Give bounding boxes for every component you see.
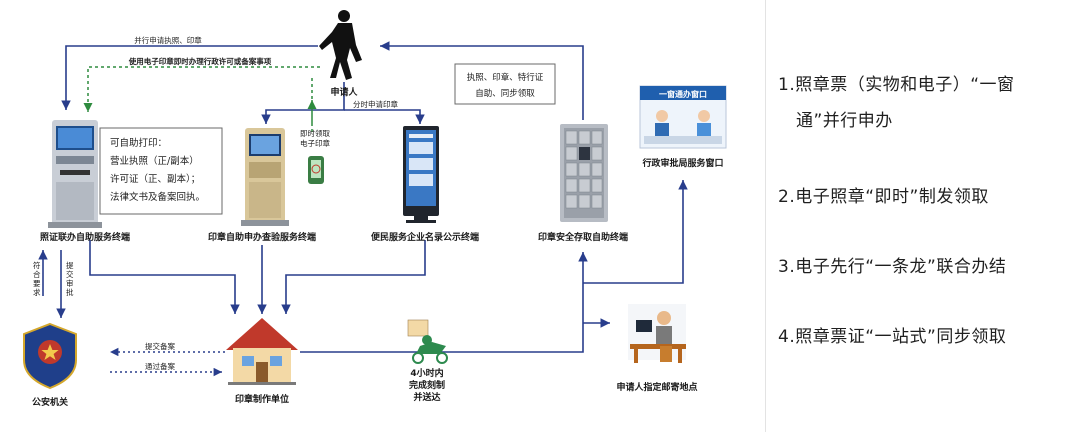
seal-maker-house-icon: [226, 318, 298, 385]
svg-text:批: 批: [66, 287, 74, 297]
mailing-recipient-icon: [628, 304, 686, 363]
instant-e-seal-label-1: 即时领取: [300, 128, 330, 138]
point-4: 4.照章票证“一站式”同步领取: [778, 327, 1007, 347]
parallel-application-label: 并行申请执照、印章: [134, 35, 202, 45]
point-1-line-1: 1.照章票（实物和电子）“一窗: [778, 75, 1015, 95]
submit-record-label: 提交备案: [145, 341, 175, 351]
process-diagram: 申请人 并行申请执照、印章 使用电子印章即时办理行政许可或备案事项 分时申请印章…: [23, 10, 727, 408]
self-print-line-3: 法律文书及备案回执。: [110, 191, 205, 203]
svg-text:求: 求: [33, 287, 41, 297]
service-window-label: 行政审批局服务窗口: [641, 157, 723, 169]
record-dashed-lines: [110, 347, 225, 377]
delivery-label-1: 4小时内: [410, 367, 443, 379]
svg-text:要: 要: [33, 279, 41, 288]
licensing-terminal-icon: [48, 120, 102, 228]
mailing-address-label: 申请人指定邮寄地点: [616, 381, 697, 393]
self-print-box: 可自助打印： 营业执照（正/副本） 许可证（正、副本）； 法律文书及备案回执。: [99, 127, 223, 215]
seal-pickup-terminal-icon: [560, 124, 608, 222]
e-seal-dashed-lines: [83, 66, 320, 132]
self-print-line-2: 许可证（正、副本）；: [110, 173, 200, 185]
seal-application-terminal-icon: [241, 128, 289, 226]
submit-review-label: 提 交 审 批: [66, 260, 74, 297]
panel-divider: [765, 0, 766, 432]
svg-text:符: 符: [33, 260, 41, 270]
key-points-panel: 1.照章票（实物和电子）“一窗 通”并行申办 2.电子照章“即时”制发领取 3.…: [766, 0, 1080, 432]
svg-text:交: 交: [66, 269, 74, 279]
self-print-line-1: 营业执照（正/副本）: [110, 155, 199, 167]
pickup-note-line-1: 执照、印章、特行证: [467, 72, 544, 83]
delivery-label-2: 完成刻制: [409, 379, 445, 391]
window-sign-text: 一窗通办窗口: [659, 89, 707, 99]
seal-pickup-terminal-label: 印章安全存取自助终端: [538, 231, 628, 243]
seal-maker-label: 印章制作单位: [235, 393, 289, 405]
public-display-terminal-label: 便民服务企业名录公示终端: [371, 231, 479, 243]
svg-text:合: 合: [33, 269, 41, 279]
delivery-label-3: 并送达: [413, 391, 440, 403]
e-seal-immediate-label: 使用电子印章即时办理行政许可或备案事项: [128, 56, 272, 66]
flow-lines: [38, 41, 688, 353]
service-window-icon: [639, 85, 727, 149]
licensing-terminal-label: 照证联办自助服务终端: [40, 231, 130, 243]
point-1-line-2: 通”并行申办: [796, 111, 893, 131]
time-slot-seal-label: 分时申请印章: [353, 99, 398, 109]
courier-scooter-icon: [407, 319, 448, 364]
seal-application-terminal-label: 印章自助申办查验服务终端: [208, 231, 316, 243]
svg-text:提: 提: [66, 260, 74, 270]
pickup-note-line-2: 自助、同步领取: [475, 88, 535, 99]
police-emblem-icon: [23, 322, 77, 390]
public-display-terminal-icon: [403, 126, 439, 223]
phone-icon: [308, 156, 324, 184]
applicant-label: 申请人: [330, 86, 358, 98]
pass-record-label: 通过备案: [145, 361, 175, 371]
police-label: 公安机关: [32, 396, 68, 408]
svg-text:审: 审: [66, 278, 74, 288]
applicant-figure: [319, 10, 362, 80]
meet-requirements-label: 符 合 要 求: [33, 260, 41, 297]
diagram-canvas: 申请人 并行申请执照、印章 使用电子印章即时办理行政许可或备案事项 分时申请印章…: [23, 10, 727, 408]
point-3: 3.电子先行“一条龙”联合办结: [778, 257, 1007, 277]
point-2: 2.电子照章“即时”制发领取: [778, 187, 989, 207]
instant-e-seal-label-2: 电子印章: [300, 138, 330, 148]
pickup-note-box: 执照、印章、特行证 自助、同步领取: [454, 63, 556, 105]
self-print-title: 可自助打印：: [110, 137, 167, 149]
